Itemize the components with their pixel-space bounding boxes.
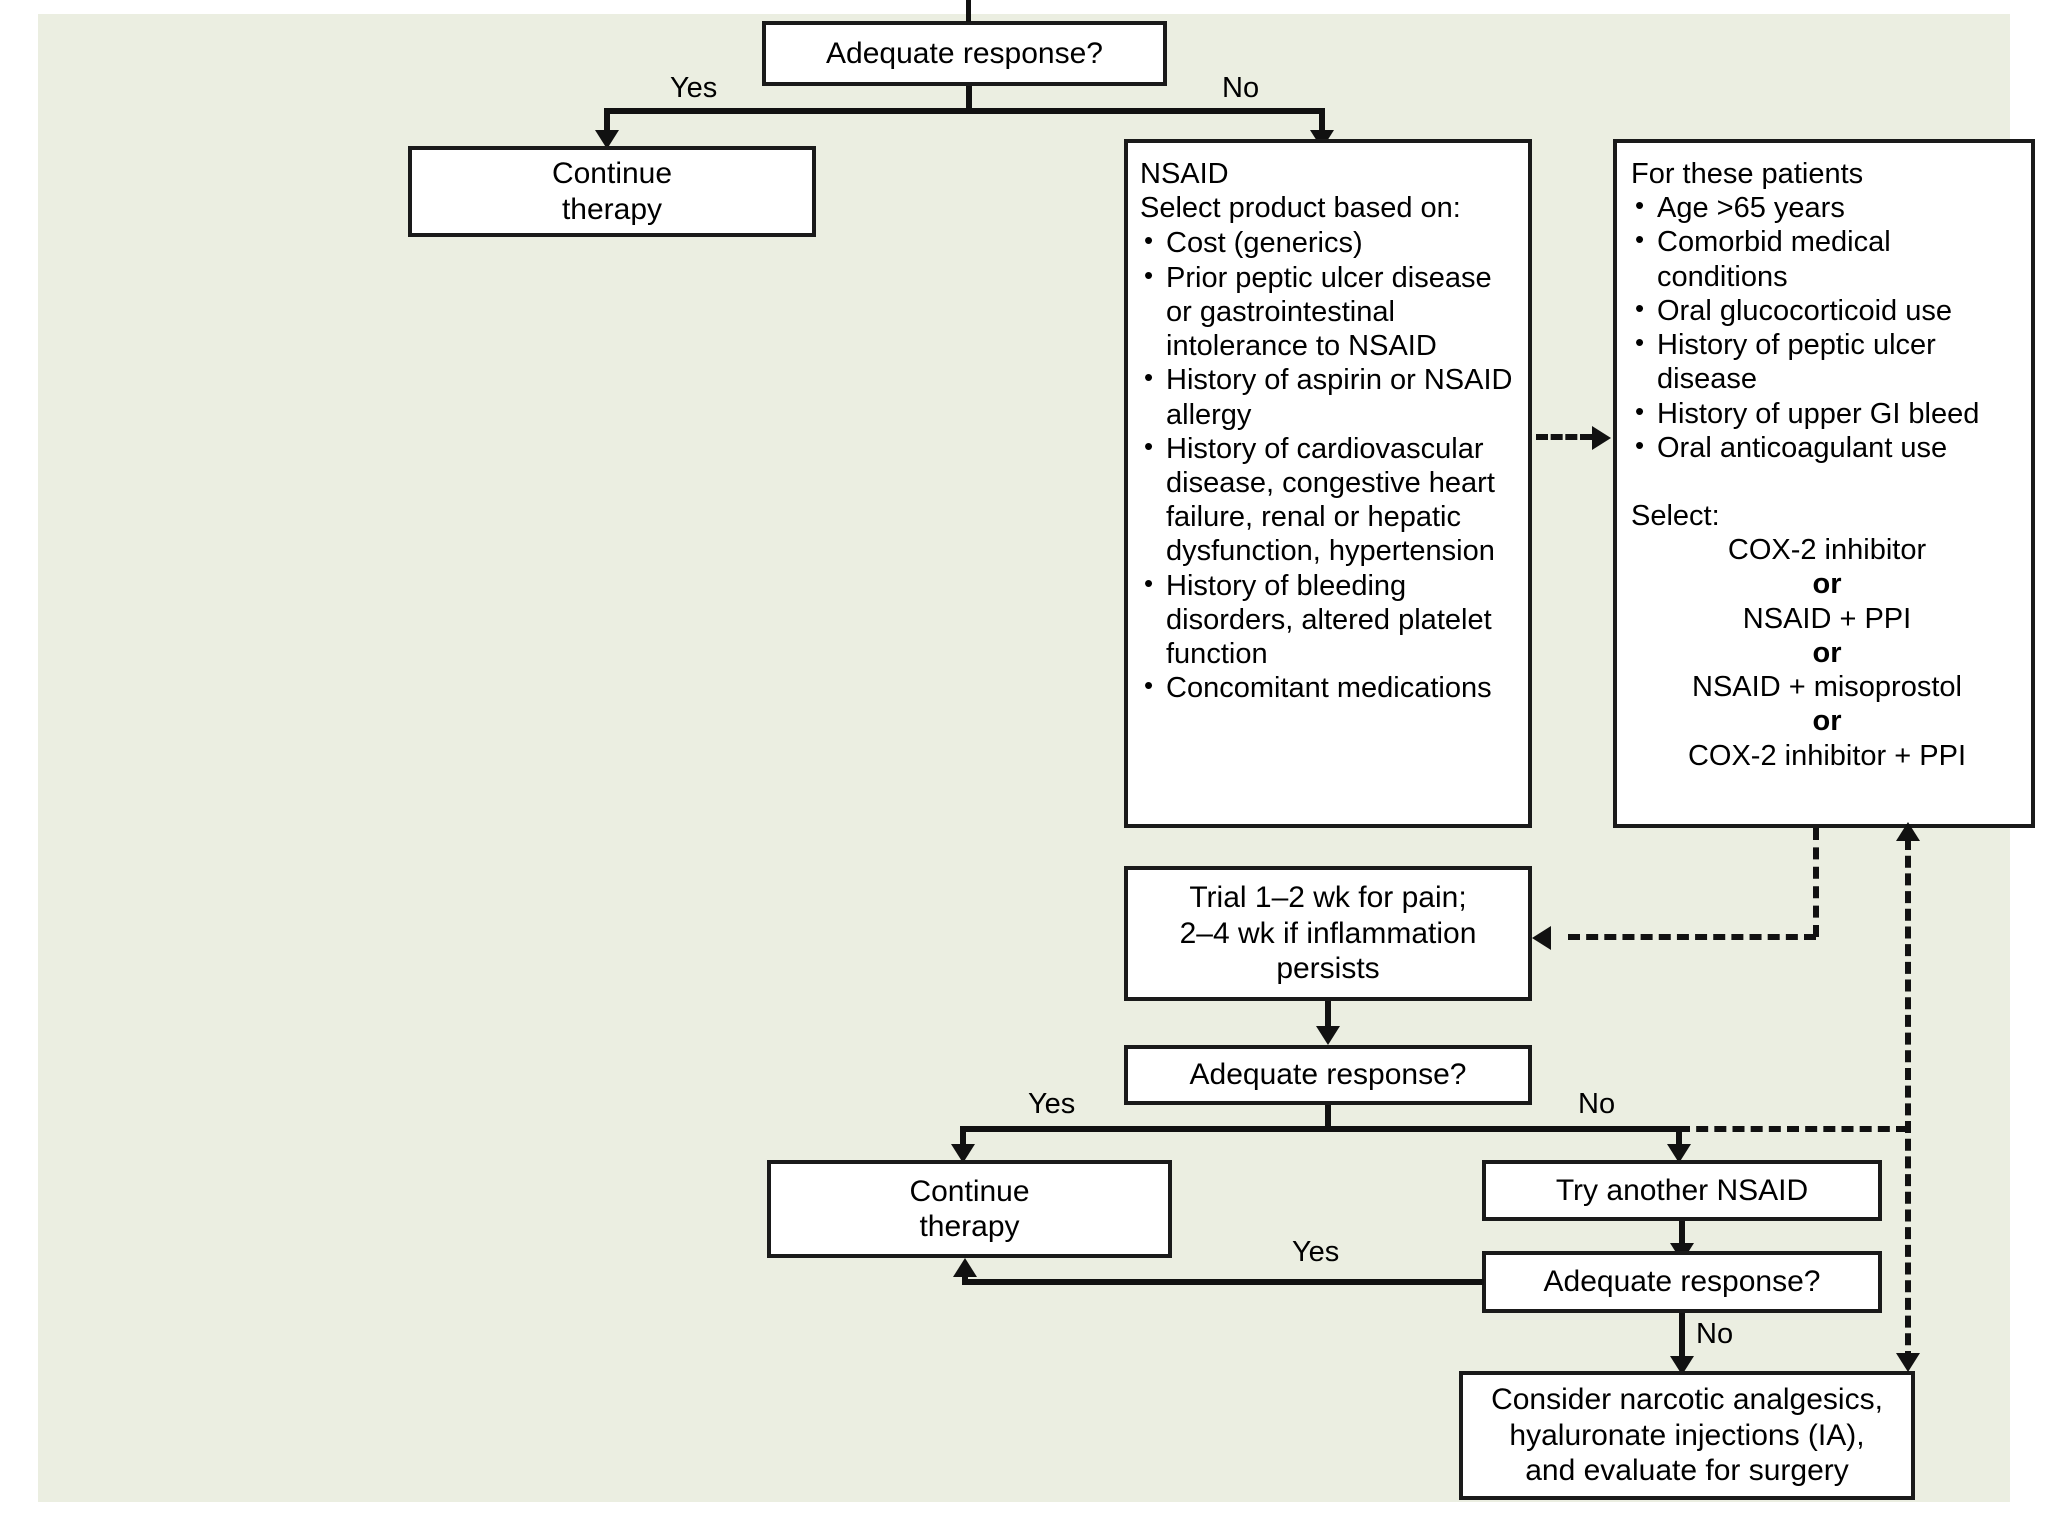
edge-decision2-split-bar [960,1126,1682,1132]
list-item: Age >65 years [1631,190,2023,225]
node-consider-line2: hyaluronate injections (IA), [1509,1418,1865,1452]
node-trial-line1: Trial 1–2 wk for pain; [1189,881,1467,915]
edge-top-decision-stem [966,86,972,114]
node-top-decision-text: Adequate response? [826,36,1103,70]
node-continue-therapy-top-line2: therapy [561,192,663,226]
edge-try-another-stem [1679,1221,1685,1249]
arrow-trial-to-decision2 [1316,1026,1340,1045]
arrow-feedback-up-to-patients [1896,822,1920,841]
list-item: History of upper GI bleed [1631,396,2023,431]
edge-label-mid-yes: Yes [1028,1088,1076,1120]
arrow-top-yes [595,130,619,149]
list-item: Concomitant medications [1140,670,1520,705]
edge-label-low-no: No [1696,1318,1734,1350]
arrow-decision2-no [1667,1144,1691,1163]
edge-patients-left-dashed [1568,934,1816,940]
edge-trial-stem [1325,1001,1331,1031]
edge-label-low-yes: Yes [1292,1236,1340,1268]
arrow-decision2-yes [951,1144,975,1163]
node-for-these-patients-select-label: Select: [1631,499,1720,532]
edge-label-top-no: No [1222,72,1260,104]
node-consider-narcotics: Consider narcotic analgesics, hyaluronat… [1459,1371,1915,1500]
node-continue-therapy-top: Continue therapy [408,146,816,237]
list-item: History of bleeding disorders, altered p… [1140,568,1520,672]
edge-label-top-yes: Yes [670,72,718,104]
node-for-these-patients-bullet-list: Age >65 years Comorbid medical condition… [1631,190,2023,465]
node-continue-therapy-bottom-line2: therapy [919,1210,1020,1243]
node-decision-2: Adequate response? [1124,1045,1532,1105]
list-item: Cost (generics) [1140,225,1520,260]
node-trial-line3: persists [1276,952,1380,986]
edge-nsaid-to-patients-dashed [1536,434,1592,440]
node-decision-3-text: Adequate response? [1543,1265,1821,1299]
node-continue-therapy-bottom: Continue therapy [767,1160,1172,1258]
node-nsaid-subtitle: Select product based on: [1140,192,1461,225]
node-consider-line3: and evaluate for surgery [1525,1454,1849,1488]
node-nsaid: NSAID Select product based on: Cost (gen… [1124,139,1532,828]
arrow-feedback-down-to-consider [1896,1353,1920,1372]
node-consider-line1: Consider narcotic analgesics, [1491,1383,1883,1417]
edge-decision3-no-stem [1679,1313,1685,1363]
node-try-another-nsaid: Try another NSAID [1482,1160,1882,1221]
list-item: Comorbid medical conditions [1631,224,2023,293]
node-continue-therapy-top-line1: Continue [551,157,673,191]
list-item: History of aspirin or NSAID allergy [1140,362,1520,431]
list-item: Prior peptic ulcer disease or gastrointe… [1140,260,1520,364]
node-trial: Trial 1–2 wk for pain; 2–4 wk if inflamm… [1124,866,1532,1001]
select-separator: or [1812,636,1842,669]
list-item: History of peptic ulcer disease [1631,327,2023,396]
list-item: Oral anticoagulant use [1631,430,2023,465]
select-option: NSAID + misoprostol [1692,671,1962,704]
edge-label-mid-no: No [1578,1088,1616,1120]
edge-top-no-drop [1319,108,1325,136]
select-option: COX-2 inhibitor + PPI [1687,739,1967,772]
node-top-decision: Adequate response? [762,21,1167,86]
node-for-these-patients: For these patients Age >65 years Comorbi… [1613,139,2035,828]
edge-top-split-bar [604,108,1325,114]
select-separator: or [1812,705,1842,738]
node-decision-3: Adequate response? [1482,1251,1882,1313]
select-option: COX-2 inhibitor [1727,534,1927,567]
edge-decision2-yes-drop [960,1126,966,1150]
node-trial-line2: 2–4 wk if inflammation [1179,916,1477,950]
edge-right-dashed-spine [1905,838,1911,1363]
node-try-another-nsaid-text: Try another NSAID [1555,1173,1809,1207]
edge-patients-down-dashed [1813,828,1819,937]
arrow-decision3-no [1670,1356,1694,1375]
select-separator: or [1812,568,1842,601]
arrow-nsaid-to-patients [1592,426,1611,450]
edge-decision2-no-dashed-branch [1678,1126,1908,1132]
select-option: NSAID + PPI [1742,602,1912,635]
edge-decision2-no-drop [1676,1126,1682,1150]
edge-top-yes-drop [604,108,610,136]
arrow-decision3-yes [953,1258,977,1277]
list-item: Oral glucocorticoid use [1631,293,2023,328]
arrow-into-trial [1532,926,1551,950]
node-nsaid-bullet-list: Cost (generics) Prior peptic ulcer disea… [1140,225,1520,705]
edge-decision3-yes-horizontal [962,1279,1484,1285]
node-decision-2-text: Adequate response? [1189,1058,1467,1092]
edge-into-top-decision [966,0,971,22]
node-for-these-patients-title: For these patients [1631,158,1864,190]
list-item: History of cardiovascular disease, conge… [1140,431,1520,569]
edge-decision2-stem [1325,1105,1331,1131]
node-nsaid-title: NSAID [1140,158,1229,190]
node-continue-therapy-bottom-line1: Continue [909,1174,1030,1208]
